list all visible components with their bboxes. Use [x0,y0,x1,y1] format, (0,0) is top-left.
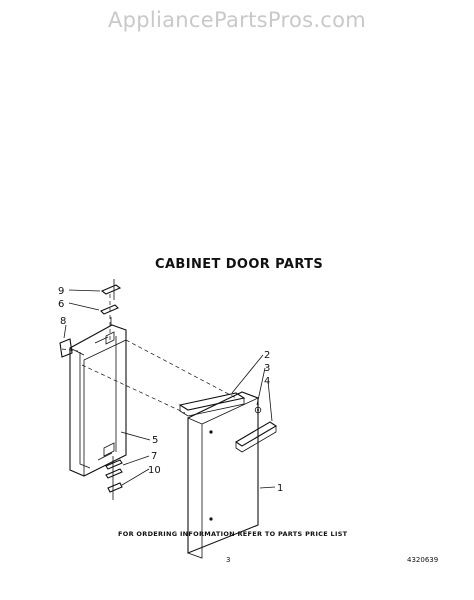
hinge-top-parts [100,279,122,326]
callout-5: 5 [152,435,158,446]
handle-part-4 [234,406,278,453]
handle-bar-part-2 [178,392,246,417]
alignment-lines [61,294,237,414]
diagram-title: CABINET DOOR PARTS [155,257,324,272]
ordering-info-note: FOR ORDERING INFORMATION REFER TO PARTS … [118,530,348,538]
callout-3: 3 [264,363,270,374]
callout-8: 8 [60,316,66,327]
callout-2: 2 [264,350,270,361]
page-number: 3 [226,556,231,564]
door-frame-part-5 [69,324,127,477]
callout-7: 7 [151,451,157,462]
document-number: 4320639 [407,556,439,564]
callout-6: 6 [58,299,64,310]
callout-1: 1 [277,483,283,494]
hinge-bottom-parts [105,456,123,500]
callout-9: 9 [58,286,64,297]
hinge-part-8 [59,338,73,358]
callout-10: 10 [148,465,161,476]
watermark-text: AppliancePartsPros.com [107,8,367,32]
callout-4: 4 [264,376,270,387]
callout-leaders [63,289,276,489]
